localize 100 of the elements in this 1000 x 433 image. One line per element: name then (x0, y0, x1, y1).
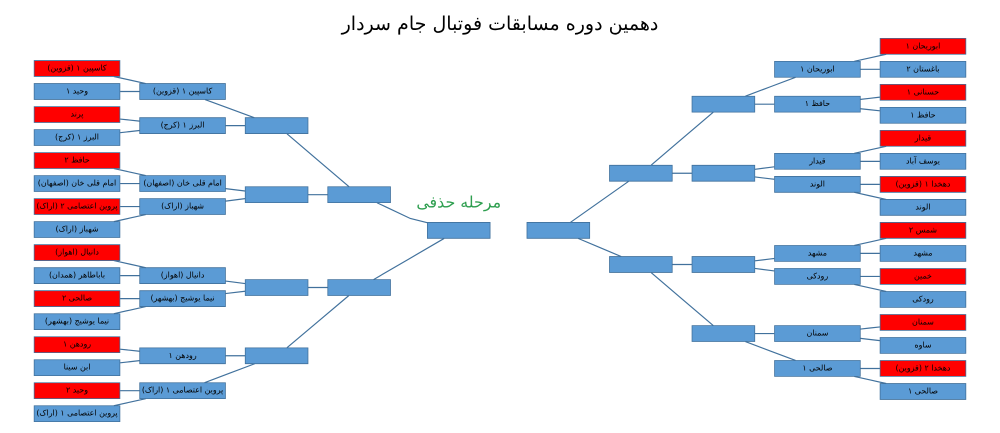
node-box: دهخدا ۲ (قزوین) (880, 360, 966, 377)
connector (860, 326, 880, 330)
connector (204, 363, 255, 384)
connector (854, 54, 886, 62)
connector (226, 355, 246, 356)
diagram-title: دهمین دوره مسابقات فوتبال جام سردار (342, 12, 658, 35)
node-box: باغستان ۲ (880, 60, 966, 78)
node-box: شمس ۲ (880, 222, 966, 239)
node-box: قیدار (880, 130, 966, 147)
node-box: رودکی (774, 268, 861, 285)
node-box: سمنان (880, 314, 966, 331)
connector (854, 376, 886, 384)
connector (578, 238, 622, 258)
connector (120, 390, 140, 392)
connector (120, 206, 140, 208)
node-box: الوند (880, 199, 966, 216)
node-box: دانیال (اهواز) (139, 267, 226, 284)
connector (120, 348, 140, 352)
node-box: حسنانی ۱ (880, 84, 966, 101)
connector (225, 188, 246, 192)
connector (114, 168, 146, 176)
connector (373, 238, 444, 280)
connector (650, 112, 714, 166)
connector (225, 280, 246, 284)
node-box: رودهن ۱ (139, 347, 226, 364)
connector (120, 298, 140, 300)
connector (120, 130, 140, 134)
node-box: پروین اعتصامی ۲ (اراک) (34, 198, 120, 215)
connector (120, 182, 140, 184)
node-box: صالحی ۲ (34, 290, 120, 307)
connector (286, 133, 350, 188)
node-box (244, 186, 308, 204)
node-box: پرند (34, 106, 120, 123)
connector (754, 176, 774, 180)
connector (114, 214, 146, 222)
connector (754, 258, 774, 262)
node-box (609, 256, 673, 273)
node-box: وحید ۲ (34, 382, 120, 400)
node-box: ساوه (880, 337, 966, 354)
node-box: ابن سینا (34, 359, 120, 376)
node-box: حافظ ۱ (880, 106, 966, 124)
node-box: حافظ ۱ (774, 96, 861, 113)
connector (860, 276, 880, 278)
connector (114, 306, 146, 314)
connector (754, 166, 774, 170)
node-box: امام قلی خان (اصفهان) (139, 175, 226, 192)
node-box (609, 164, 673, 182)
node-box: ابوریحان ۱ (880, 38, 966, 55)
node-box (692, 164, 756, 182)
node-box (327, 186, 391, 204)
connector (376, 202, 428, 224)
node-box (327, 279, 391, 296)
node-box: نیما یوشیج (بهشهر) (34, 313, 120, 330)
label: مرحله حذفی (416, 192, 502, 212)
connector (286, 295, 350, 348)
node-box: البرز ۱ (کرج) (34, 129, 120, 146)
node-box (692, 256, 756, 273)
node-box: سمنان (774, 325, 861, 342)
connector (860, 184, 880, 185)
node-box: کاسپین ۱ (قزوین) (34, 60, 120, 77)
connector (120, 275, 140, 276)
node-box: مشهد (880, 245, 966, 262)
node-box: شهباز (اراک) (34, 221, 120, 238)
connector (114, 76, 146, 84)
connector (672, 264, 692, 266)
connector (745, 341, 796, 362)
connector (860, 338, 880, 342)
connector (204, 98, 254, 118)
node-box: ابوریحان ۱ (774, 60, 861, 78)
node-box: دهخدا ۱ (قزوین) (880, 176, 966, 193)
node-box: کاسپین ۱ (قزوین) (139, 83, 226, 100)
connector (860, 68, 880, 70)
connector (854, 192, 886, 200)
node-box (692, 96, 756, 113)
connector (120, 118, 140, 122)
node-box (244, 279, 308, 296)
node-box: نیما یوشیج (بهشهر) (139, 290, 226, 307)
connector (114, 260, 146, 268)
node-box: البرز ۱ (کرج) (139, 117, 226, 134)
connector (754, 332, 774, 334)
node-box: الوند (774, 176, 861, 193)
connector (860, 160, 880, 162)
node-box: قیدار (774, 153, 861, 170)
node-box: صالحی ۱ (880, 383, 966, 400)
connector (570, 180, 629, 223)
connector (225, 198, 246, 202)
node-box: رودهن ۱ (34, 336, 120, 353)
node-box: رودکی (880, 291, 966, 308)
node-box: مشهد (774, 245, 861, 262)
connector (854, 284, 886, 292)
node-box: صالحی ۱ (774, 360, 861, 377)
node-box (526, 222, 590, 239)
connector (754, 104, 774, 105)
connector (225, 290, 246, 294)
node-box (244, 117, 308, 134)
node-box: یوسف آباد (880, 153, 966, 170)
node-box: خمین (880, 268, 966, 285)
connector (860, 252, 880, 254)
node-box: امام قلی خان (اصفهان) (34, 175, 120, 192)
connector (114, 398, 146, 406)
